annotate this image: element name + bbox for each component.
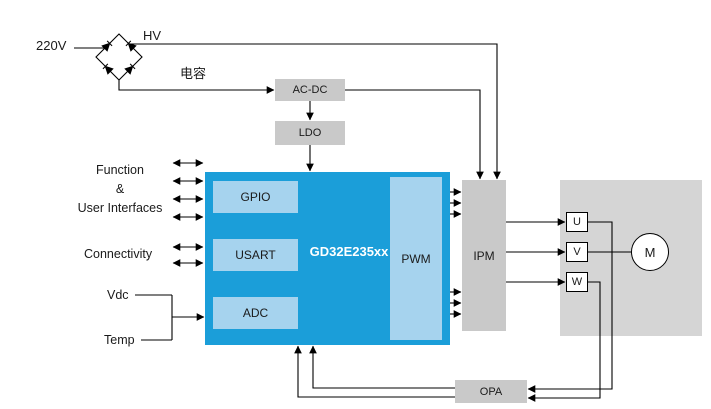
- mcu-block: GPIO USART ADC PWM GD32E235xx: [205, 172, 450, 345]
- temp-label: Temp: [104, 333, 135, 347]
- phase-v-box: V: [566, 242, 588, 262]
- mcu-name-label: GD32E235xx: [309, 244, 389, 259]
- usart-block: USART: [213, 239, 298, 271]
- function-label-line3: User Interfaces: [77, 201, 163, 215]
- opa-block: OPA: [455, 380, 527, 403]
- motor-icon: M: [631, 233, 669, 271]
- function-label-line2: &: [115, 182, 125, 196]
- function-label-line1: Function: [96, 163, 144, 177]
- gpio-block: GPIO: [213, 181, 298, 213]
- mains-voltage-label: 220V: [36, 38, 67, 53]
- phase-u-box: U: [566, 212, 588, 232]
- phase-w-box: W: [566, 272, 588, 292]
- hv-label: HV: [143, 28, 162, 43]
- pwm-block: PWM: [390, 177, 442, 340]
- vdc-label: Vdc: [107, 288, 129, 302]
- function-interfaces-label: Function & User Interfaces: [70, 161, 170, 218]
- ipm-block: IPM: [462, 180, 506, 331]
- connectivity-label: Connectivity: [84, 247, 153, 261]
- motor-label: M: [644, 244, 656, 260]
- adc-block: ADC: [213, 297, 298, 329]
- capacitor-label: 电容: [180, 66, 207, 81]
